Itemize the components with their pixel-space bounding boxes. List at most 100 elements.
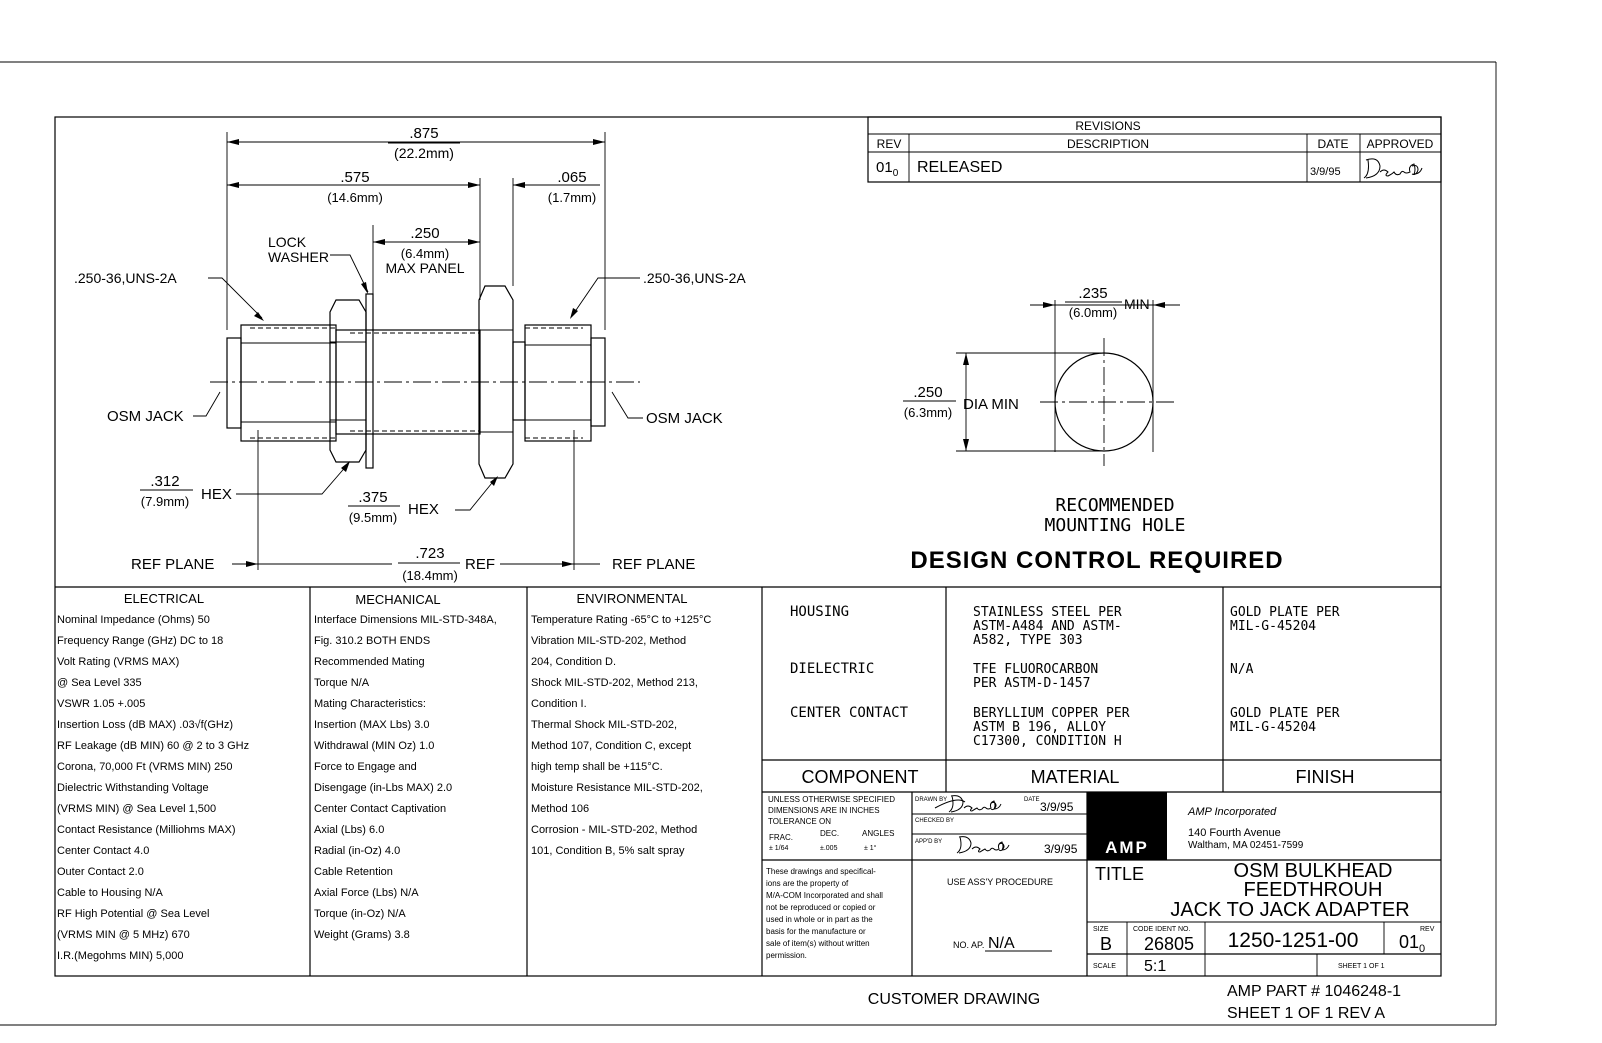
- hole-flat-value: .235: [1078, 285, 1107, 302]
- electrical-spec-line: Cable to Housing N/A: [57, 887, 163, 899]
- rev-date: 3/9/95: [1310, 166, 1341, 178]
- mechanical-spec-line: Force to Engage and: [314, 761, 417, 773]
- thread-left-label: .250-36,UNS-2A: [74, 270, 177, 286]
- svg-text:AMP: AMP: [1105, 838, 1149, 857]
- rev-header: REV: [877, 137, 902, 151]
- electrical-spec-line: I.R.(Megohms MIN) 5,000: [57, 950, 184, 962]
- title-line-2: FEEDTHROUH: [1244, 879, 1383, 901]
- environmental-spec-line: 101, Condition B, 5% salt spray: [531, 845, 685, 857]
- mechanical-spec-line: Center Contact Captivation: [314, 803, 446, 815]
- revisions-table: REVISIONS REV DESCRIPTION DATE APPROVED …: [867, 116, 1442, 183]
- hole-dia-label: DIA MIN: [963, 396, 1019, 413]
- no-ap-label: NO. AP.: [953, 940, 984, 950]
- mechanical-specs: Interface Dimensions MIL-STD-348A, Fig. …: [314, 614, 497, 941]
- title-label: TITLE: [1095, 864, 1144, 884]
- environmental-spec-line: Corrosion - MIL-STD-202, Method: [531, 824, 697, 836]
- environmental-spec-line: Method 106: [531, 803, 589, 815]
- environmental-title: ENVIRONMENTAL: [577, 591, 688, 606]
- part-number: 1250-1251-00: [1228, 929, 1359, 952]
- notice-line: used in whole or in part as the: [766, 915, 873, 924]
- electrical-spec-line: Insertion Loss (dB MAX) .03√f(GHz): [57, 719, 233, 731]
- notice-line: These drawings and specifical-: [766, 867, 876, 876]
- company-address-1: 140 Fourth Avenue: [1188, 827, 1281, 839]
- drawn-date-label: DATE: [1024, 797, 1040, 803]
- lock-label: LOCK: [268, 234, 307, 250]
- electrical-spec-line: Nominal Impedance (Ohms) 50: [57, 614, 210, 626]
- appd-date: 3/9/95: [1044, 842, 1078, 856]
- hex2-label: HEX: [408, 501, 439, 518]
- size-label: SIZE: [1093, 926, 1109, 933]
- tb-rev-label: REV: [1420, 926, 1435, 933]
- material-row-finish: MIL-G-45204: [1230, 720, 1316, 735]
- hole-caption-2: MOUNTING HOLE: [1045, 515, 1186, 536]
- environmental-spec-line: high temp shall be +115°C.: [531, 761, 663, 773]
- use-assy-procedure: USE ASS'Y PROCEDURE: [947, 877, 1053, 887]
- finish-header: FINISH: [1295, 767, 1354, 787]
- checked-by-label: CHECKED BY: [915, 818, 954, 824]
- ref-value: .723: [415, 545, 444, 562]
- mechanical-spec-line: Disengage (in-Lbs MAX) 2.0: [314, 782, 452, 794]
- title-line-1: OSM BULKHEAD: [1234, 860, 1393, 882]
- environmental-spec-line: Temperature Rating -65°C to +125°C: [531, 614, 711, 626]
- notice-line: permission.: [766, 951, 807, 960]
- no-ap-value: N/A: [988, 935, 1015, 952]
- tb-rev-value: 010: [1399, 932, 1425, 955]
- environmental-spec-line: 204, Condition D.: [531, 656, 616, 668]
- approved-signature: [1363, 158, 1423, 179]
- electrical-spec-line: (VRMS MIN @ 5 MHz) 670: [57, 929, 190, 941]
- sheet-frame: [0, 61, 1497, 1026]
- revisions-title: REVISIONS: [1075, 119, 1140, 133]
- hex1-value: .312: [150, 473, 179, 490]
- electrical-spec-line: Corona, 70,000 Ft (VRMS MIN) 250: [57, 761, 232, 773]
- environmental-specs: Temperature Rating -65°C to +125°C Vibrat…: [531, 614, 711, 857]
- amp-part-number: AMP PART # 1046248-1: [1227, 983, 1401, 1000]
- dim-gap: .065: [557, 169, 586, 186]
- material-row-material: ASTM B 196, ALLOY: [973, 720, 1106, 735]
- mechanical-spec-line: Torque N/A: [314, 677, 370, 689]
- drawing-border: [54, 116, 1442, 977]
- electrical-spec-line: VSWR 1.05 +.005: [57, 698, 145, 710]
- electrical-spec-line: Outer Contact 2.0: [57, 866, 144, 878]
- rev-value: 010: [876, 159, 899, 179]
- material-row-component: HOUSING: [790, 604, 849, 620]
- material-row-finish: GOLD PLATE PER: [1230, 706, 1340, 721]
- environmental-spec-line: Vibration MIL-STD-202, Method: [531, 635, 686, 647]
- mechanical-spec-line: Axial (Lbs) 6.0: [314, 824, 384, 836]
- environmental-spec-line: Shock MIL-STD-202, Method 213,: [531, 677, 698, 689]
- hex1-mm: (7.9mm): [141, 494, 189, 509]
- dim-panel-mm: (6.4mm): [401, 246, 449, 261]
- material-row-finish: N/A: [1230, 662, 1254, 677]
- mechanical-spec-line: Interface Dimensions MIL-STD-348A,: [314, 614, 497, 626]
- mechanical-spec-line: Torque (in-Oz) N/A: [314, 908, 406, 920]
- tol-frac-head: FRAC.: [769, 833, 793, 842]
- tol-dec-head: DEC.: [820, 829, 839, 838]
- ref-label: REF: [465, 556, 495, 573]
- dim-gap-mm: (1.7mm): [548, 190, 596, 205]
- code-ident-value: 26805: [1144, 934, 1194, 954]
- mechanical-spec-line: Recommended Mating: [314, 656, 425, 668]
- tol-dec-val: ±.005: [820, 845, 838, 852]
- hole-caption-1: RECOMMENDED: [1055, 495, 1174, 516]
- material-row-material: ASTM-A484 AND ASTM-: [973, 619, 1122, 634]
- amp-logo: AMP: [1087, 792, 1167, 860]
- drawn-signature: [934, 795, 1002, 813]
- spec-tables: ELECTRICAL MECHANICAL ENVIRONMENTAL Nomi…: [57, 587, 763, 976]
- mechanical-spec-line: Radial (in-Oz) 4.0: [314, 845, 400, 857]
- scale-value: 5:1: [1144, 958, 1166, 975]
- environmental-spec-line: Condition I.: [531, 698, 587, 710]
- electrical-spec-line: Dielectric Withstanding Voltage: [57, 782, 209, 794]
- dim-panel: .250: [410, 225, 439, 242]
- drawn-by-label: DRAWN BY: [915, 797, 947, 803]
- hex2-mm: (9.5mm): [349, 510, 397, 525]
- material-row-material: BERYLLIUM COPPER PER: [973, 706, 1130, 721]
- dim-span1-mm: (14.6mm): [327, 190, 383, 205]
- osm-left-label: OSM JACK: [107, 408, 184, 425]
- environmental-spec-line: Thermal Shock MIL-STD-202,: [531, 719, 677, 731]
- appd-signature: [956, 836, 1010, 854]
- mechanical-spec-line: Cable Retention: [314, 866, 393, 878]
- proprietary-notice: These drawings and specifical-ions are t…: [766, 867, 883, 960]
